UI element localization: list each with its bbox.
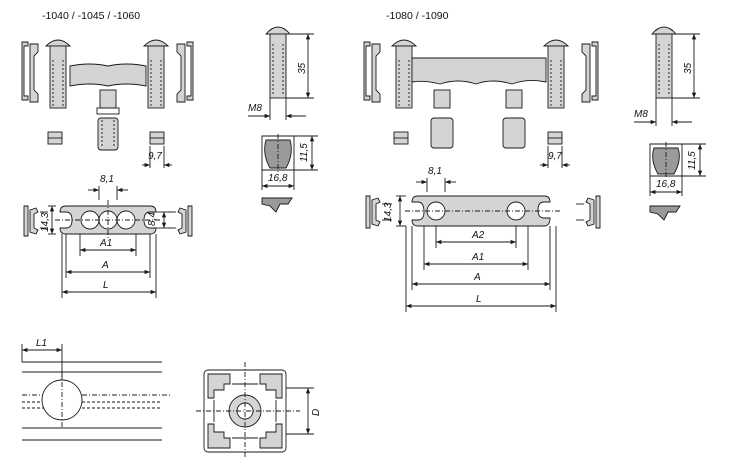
end-clip-left-b <box>363 41 381 103</box>
clip-pair-right-b2 <box>576 195 601 229</box>
dim-nut-width-a: 16,8 <box>268 173 288 184</box>
dim-bolt-length-a: 35 <box>297 62 308 74</box>
dim-a-height: 14,3 <box>40 212 51 232</box>
nut-small-right-b <box>540 131 570 168</box>
dim-nut-width-b: 16,8 <box>656 179 676 190</box>
clip-pair-left-a2 <box>23 205 48 237</box>
dim-b-a1: A1 <box>472 252 485 263</box>
bolt-detail-b <box>634 26 700 126</box>
dim-a-nut: 9,7 <box>148 151 162 162</box>
dim-b-height: 14,3 <box>383 202 394 222</box>
dim-a-l: L <box>103 280 109 291</box>
dim-b-a2: A2 <box>472 230 485 241</box>
dim-a-top-width: 8,1 <box>100 174 114 185</box>
dimension-lines-b <box>396 178 557 312</box>
connector-body-b <box>411 57 547 149</box>
profile-cross-section <box>196 362 314 458</box>
variant-title-a: -1040 / -1045 / -1060 <box>42 10 141 22</box>
dim-a-a: A <box>102 260 109 271</box>
profile-side-view <box>21 344 170 441</box>
dim-nut-height-a: 11,5 <box>299 143 310 162</box>
dim-a-a1: A1 <box>100 238 113 249</box>
variant-title-b: -1080 / -1090 <box>386 10 449 22</box>
dimension-lines-a <box>48 186 170 298</box>
nut-small-left-a <box>47 131 63 145</box>
connector-body-a <box>69 63 147 151</box>
nut-small-right-a <box>142 131 172 168</box>
connector-plan-b <box>405 195 560 227</box>
t-nut-detail-a <box>261 134 318 213</box>
dim-profile-d: D <box>311 408 322 416</box>
end-clip-right-a <box>176 41 194 103</box>
bolt-right-a <box>142 39 170 109</box>
dim-b-l: L <box>476 294 482 305</box>
dim-b-top-width: 8,1 <box>428 166 442 177</box>
connector-plan-a <box>55 200 160 240</box>
bolt-left-a <box>44 39 72 109</box>
dim-bolt-thread-a: M8 <box>248 103 262 114</box>
clip-pair-right-a2 <box>168 205 193 237</box>
t-nut-detail-b <box>649 142 706 221</box>
bolt-right-b <box>542 39 570 109</box>
nut-small-left-b <box>393 131 409 145</box>
dim-b-nut: 9,7 <box>548 151 562 162</box>
dim-a-slot: 8,4 <box>147 212 158 226</box>
dim-profile-l1: L1 <box>36 338 48 349</box>
dim-nut-height-b: 11,5 <box>687 151 698 170</box>
end-clip-left-a <box>21 41 39 103</box>
dim-bolt-length-b: 35 <box>683 62 694 74</box>
dim-b-a: A <box>474 272 481 283</box>
end-clip-right-b <box>581 41 599 103</box>
dim-bolt-thread-b: M8 <box>634 109 648 120</box>
clip-pair-left-b2 <box>365 195 392 229</box>
bolt-detail-a <box>248 26 314 120</box>
